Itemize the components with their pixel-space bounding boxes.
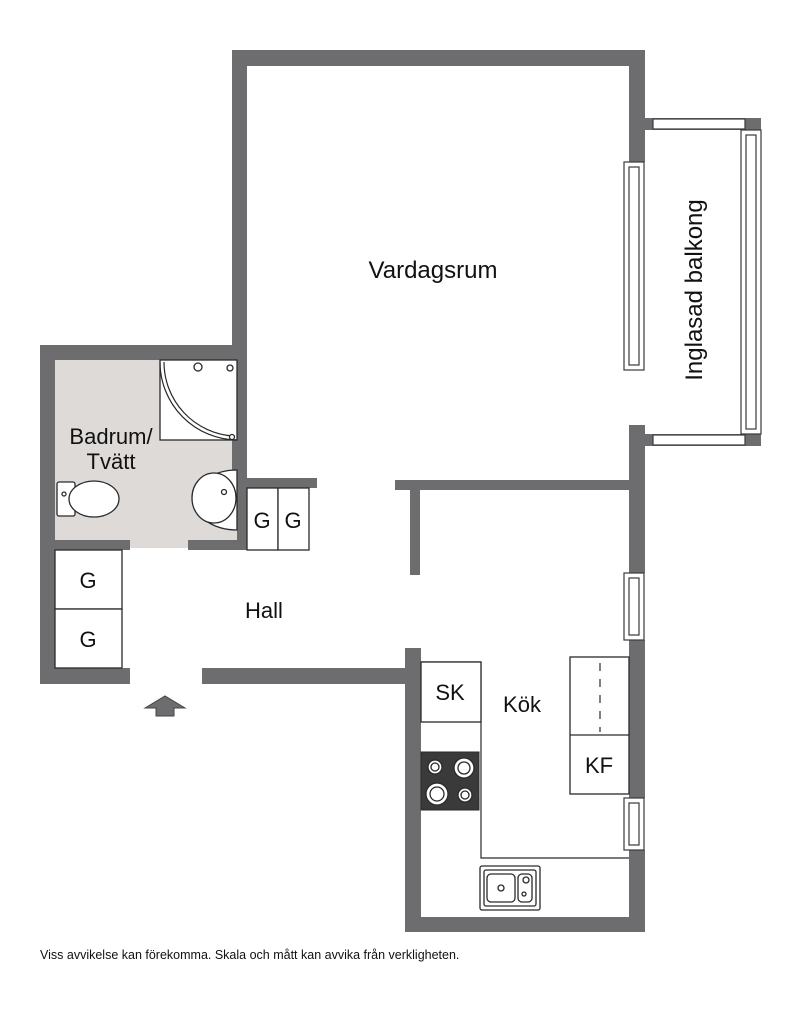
sink xyxy=(191,469,238,531)
label-bathroom-line1: Badrum/ xyxy=(69,424,153,449)
fridge-freezer xyxy=(569,656,630,795)
kitchen-counter xyxy=(420,661,629,859)
label-fridge-freezer: KF xyxy=(585,753,613,778)
label-living-room: Vardagsrum xyxy=(369,257,498,284)
wardrobes-hall-left xyxy=(54,549,123,669)
disclaimer-text: Viss avvikelse kan förekomma. Skala och … xyxy=(40,948,460,962)
kitchen-sink xyxy=(479,865,541,911)
label-wardrobe-3: G xyxy=(79,568,96,593)
label-cabinet-sk: SK xyxy=(435,680,465,705)
entrance-arrow-icon xyxy=(143,695,187,717)
wardrobes-bath-side xyxy=(246,487,310,551)
label-balcony: Inglasad balkong xyxy=(681,199,708,380)
shower xyxy=(159,359,238,441)
label-wardrobe-1: G xyxy=(253,508,270,533)
label-wardrobe-2: G xyxy=(284,508,301,533)
toilet xyxy=(56,480,120,518)
label-bathroom-line2: Tvätt xyxy=(87,449,136,474)
label-hall: Hall xyxy=(245,598,283,623)
label-kitchen: Kök xyxy=(503,692,542,717)
label-wardrobe-4: G xyxy=(79,627,96,652)
windows xyxy=(623,118,762,851)
